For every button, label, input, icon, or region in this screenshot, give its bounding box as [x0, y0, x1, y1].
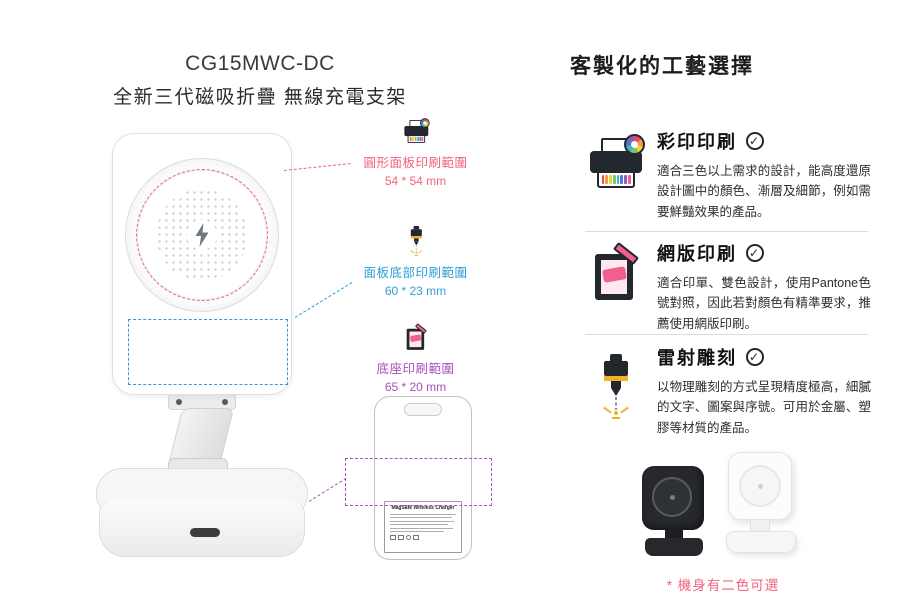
label-text-line	[390, 531, 445, 532]
back-notch	[404, 403, 442, 416]
laser-mini-icon	[402, 226, 430, 258]
option-title: 網版印刷	[657, 244, 737, 264]
annotation-label: 底座印刷範圍	[376, 362, 455, 376]
variant-white-base	[726, 531, 796, 553]
variant-white-head	[728, 452, 792, 520]
screw-icon	[176, 399, 182, 405]
screen-print-icon	[587, 241, 645, 304]
screen-print-mini-icon	[402, 323, 430, 354]
section-divider	[585, 231, 868, 232]
laser-engraving-icon	[587, 354, 645, 426]
certification-icons	[390, 535, 456, 540]
annotation-label: 圓形面板印刷範圍	[363, 156, 468, 170]
customization-section-title: 客製化的工藝選擇	[570, 55, 754, 78]
annotation-panel-bottom: 面板底部印刷範圍 60 * 23 mm	[338, 226, 493, 298]
option-title-row: 彩印印刷 ✓	[657, 128, 871, 154]
check-icon: ✓	[746, 244, 764, 262]
panel-bottom-print-area-outline	[128, 319, 288, 385]
pad-dot	[670, 495, 675, 500]
variant-black-head	[642, 466, 704, 530]
option-screen-print: 網版印刷 ✓ 適合印單、雙色設計，使用Pantone色號對照，因此若對顏色有精準要…	[585, 240, 871, 334]
annotation-circle-panel: 圓形面板印刷範圍 54 * 54 mm	[338, 118, 493, 188]
annotation-size: 65 * 20 mm	[384, 380, 447, 394]
annotation-size: 60 * 23 mm	[384, 284, 447, 298]
variant-black-neck	[665, 529, 683, 539]
leader-line-base	[308, 477, 347, 502]
option-title-row: 雷射雕刻 ✓	[657, 344, 871, 370]
label-text-line	[390, 524, 449, 525]
color-print-mini-icon	[402, 118, 430, 148]
option-title-row: 網版印刷 ✓	[657, 240, 871, 266]
option-description: 適合印單、雙色設計，使用Pantone色號對照，因此若對顏色有精準要求，推薦使用…	[657, 276, 871, 331]
pad-dot	[758, 484, 763, 489]
annotation-label: 面板底部印刷範圍	[363, 266, 468, 280]
label-text-line	[390, 520, 455, 522]
screw-icon	[222, 399, 228, 405]
variant-black-base	[645, 538, 703, 556]
variant-black-pad	[652, 477, 692, 517]
charger-head	[112, 133, 292, 395]
product-subtitle: 全新三代磁吸折疊 無線充電支架	[113, 87, 407, 108]
annotation-size: 54 * 54 mm	[384, 174, 447, 188]
product-model-title: CG15MWC-DC	[185, 52, 335, 75]
variant-white-device	[718, 450, 806, 565]
section-divider	[585, 334, 868, 335]
base-print-area-outline	[345, 458, 492, 506]
circle-print-area-outline	[136, 169, 268, 301]
option-color-print: 彩印印刷 ✓ 適合三色以上需求的設計，能高度還原設計圖中的顏色、漸層及細節，例如需…	[585, 128, 871, 222]
variant-note: * 機身有二色可選	[666, 578, 780, 593]
option-title: 彩印印刷	[657, 132, 737, 152]
variant-white-pad	[739, 465, 781, 507]
label-text-line	[390, 517, 453, 518]
option-description: 適合三色以上需求的設計，能高度還原設計圖中的顏色、漸層及細節，例如需要鮮豔效果的…	[657, 164, 871, 219]
color-print-icon	[587, 134, 645, 194]
label-text-line	[390, 513, 456, 515]
product-back-view: MagSafe Wireless Charger	[374, 396, 472, 560]
variant-black-device	[638, 464, 710, 562]
back-label-title: MagSafe Wireless Charger	[391, 505, 455, 511]
check-icon: ✓	[746, 132, 764, 150]
label-text-line	[390, 527, 454, 529]
back-regulatory-label: MagSafe Wireless Charger	[384, 501, 462, 553]
option-title: 雷射雕刻	[657, 348, 737, 368]
option-description: 以物理雕刻的方式呈現精度極高，細膩的文字、圖案與序號。可用於金屬、塑膠等材質的產…	[657, 380, 871, 435]
option-laser-engraving: 雷射雕刻 ✓ 以物理雕刻的方式呈現精度極高，細膩的文字、圖案與序號。可用於金屬、塑…	[585, 344, 871, 438]
check-icon: ✓	[746, 348, 764, 366]
annotation-base: 底座印刷範圍 65 * 20 mm	[338, 323, 493, 394]
usb-c-port	[190, 528, 220, 537]
